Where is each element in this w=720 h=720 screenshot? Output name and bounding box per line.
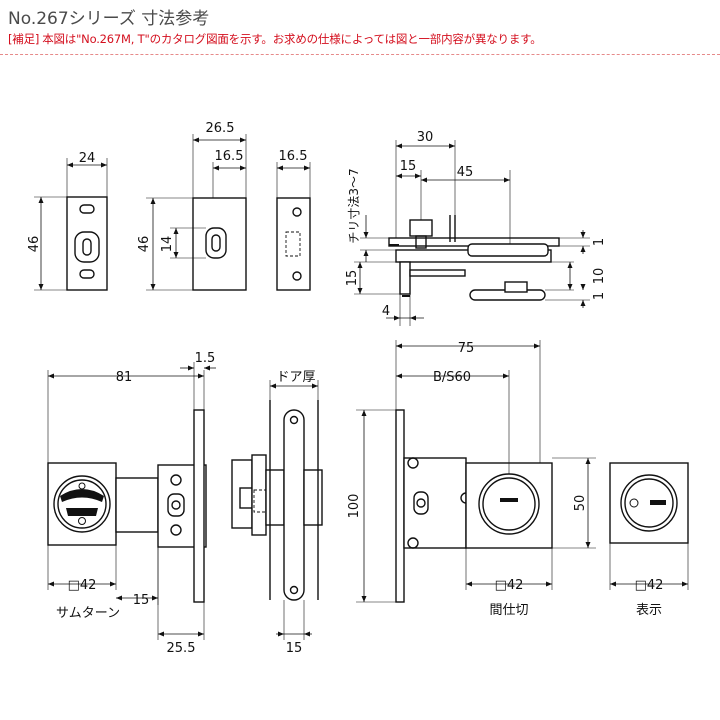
dim-1-a-label: 1 (592, 238, 607, 246)
dim-right-stack: 1 10 1 (545, 230, 607, 308)
door-section-view (231, 400, 323, 601)
latch-side-section (388, 215, 560, 301)
partition-assembly (395, 409, 553, 603)
dim-door-label: ドア厚 (276, 370, 315, 385)
latch-plate-front (192, 197, 247, 291)
page-title: No.267シリーズ 寸法参考 (8, 9, 210, 29)
dim-1-b-label: 1 (592, 292, 607, 300)
dim-45: 45 (421, 165, 511, 244)
dim-30: 30 (395, 130, 456, 238)
dim-81-label: 81 (116, 370, 133, 385)
dim-25-5: 25.5 (157, 547, 205, 656)
dim-100: 100 (347, 409, 396, 603)
dim-81: 81 (47, 370, 205, 463)
dim-15-side-label: 15 (345, 270, 360, 287)
dim-chiri: チリ寸法3～7 (347, 168, 396, 262)
dim-75-label: 75 (458, 341, 475, 356)
dim-75: 75 (395, 340, 541, 463)
dim-50-label: 50 (573, 495, 588, 512)
dim-16-5-b-label: 16.5 (279, 149, 308, 164)
dim-sq42-partition-label: □42 (495, 578, 524, 593)
dim-sq42-thumbturn-label: □42 (68, 578, 97, 593)
dim-sq42-partition: □42 (465, 548, 553, 593)
dim-sq42-indicator-label: □42 (635, 578, 664, 593)
dim-46-left-label: 46 (27, 236, 42, 253)
dim-26-5: 26.5 (192, 121, 247, 198)
dim-15-top: 15 (396, 159, 422, 220)
dim-4: 4 (382, 294, 424, 326)
supplementary-note: [補足]本図は"No.267M, T"のカタログ図面を示す。お求めの仕様によって… (8, 31, 542, 47)
dim-24-label: 24 (79, 151, 96, 166)
dim-10-label: 10 (592, 268, 607, 285)
dim-50: 50 (552, 457, 596, 549)
header-divider (0, 54, 720, 55)
dim-1-5-label: 1.5 (195, 351, 216, 366)
header: No.267シリーズ 寸法参考 [補足]本図は"No.267M, T"のカタログ… (0, 0, 720, 56)
dim-26-5-label: 26.5 (206, 121, 235, 136)
dim-46-middle-label: 46 (137, 236, 152, 253)
dim-24: 24 (66, 151, 108, 197)
dim-1-5: 1.5 (180, 351, 216, 410)
dim-15-door: 15 (276, 600, 312, 656)
dim-46-left: 46 (27, 196, 67, 291)
label-thumbturn: サムターン (56, 606, 120, 621)
label-indicator: 表示 (636, 603, 662, 618)
note-text: 本図は"No.267M, T"のカタログ図面を示す。お求めの仕様によっては図と一… (42, 32, 542, 46)
dim-16-5-a: 16.5 (212, 149, 246, 198)
dim-16-5-a-label: 16.5 (215, 149, 244, 164)
dim-chiri-label: チリ寸法3～7 (347, 168, 361, 243)
dim-15-door-label: 15 (286, 641, 303, 656)
dim-45-label: 45 (457, 165, 474, 180)
dim-46-middle: 46 (137, 197, 193, 291)
dim-14-label: 14 (160, 236, 175, 253)
strike-plate-front (66, 196, 108, 291)
label-partition: 間仕切 (489, 603, 528, 618)
dim-door-thickness: ドア厚 (269, 370, 319, 400)
dim-25-5-label: 25.5 (167, 641, 196, 656)
dim-30-label: 30 (417, 130, 434, 145)
dim-16-5-b: 16.5 (276, 149, 311, 198)
dim-bs60: B/S60 (396, 370, 510, 474)
note-tag: [補足] (8, 32, 40, 46)
thumbturn-assembly (47, 409, 207, 603)
dim-15-side: 15 (345, 261, 400, 295)
dim-bs60-label: B/S60 (433, 370, 471, 385)
dim-15-thumbturn-label: 15 (133, 593, 150, 608)
dim-sq42-thumbturn: □42 (47, 545, 117, 593)
strike-plate-side (276, 197, 311, 291)
dim-sq42-indicator: □42 (609, 543, 689, 593)
dim-14: 14 (160, 227, 206, 259)
dim-15-thumbturn: 15 (116, 547, 159, 608)
dim-15-top-label: 15 (400, 159, 417, 174)
dim-100-label: 100 (347, 494, 362, 519)
indicator-plate (609, 462, 689, 544)
dim-4-label: 4 (382, 304, 390, 319)
